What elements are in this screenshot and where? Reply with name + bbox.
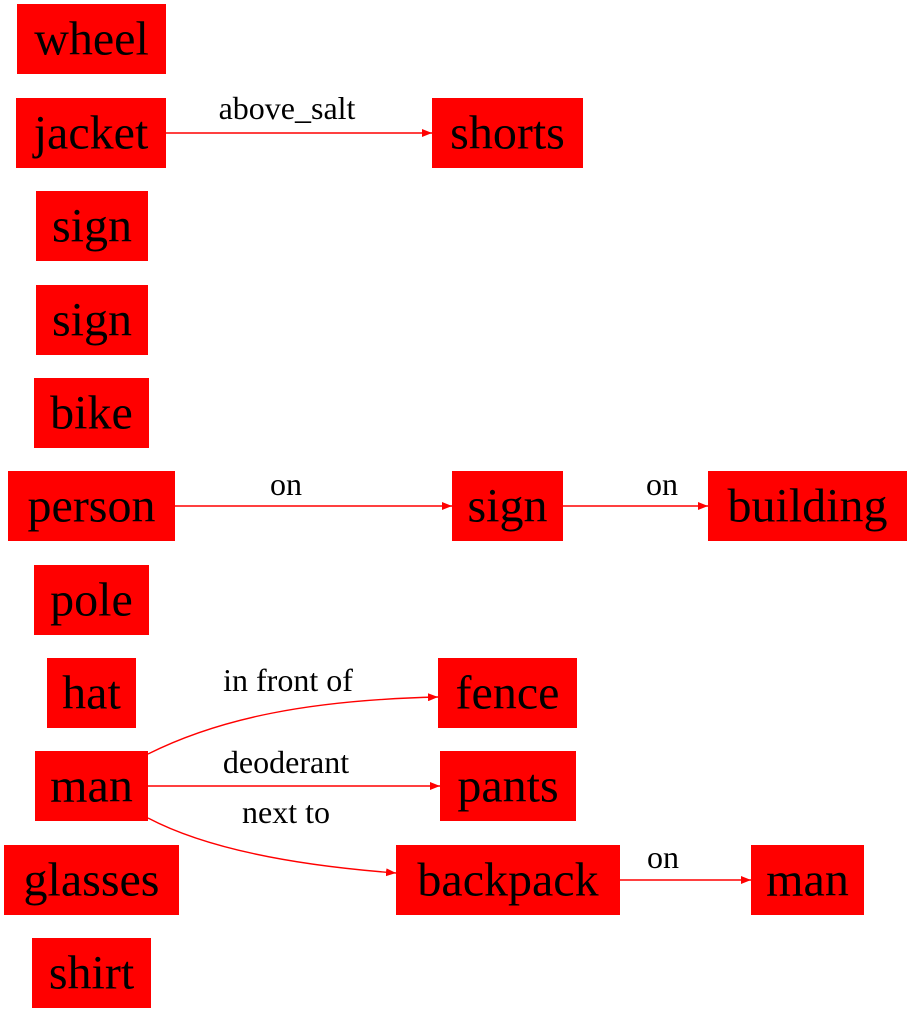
svg-text:sign: sign [52, 294, 132, 347]
edge-man-pants: deoderant [148, 744, 440, 790]
node-pants: pants [440, 751, 576, 821]
node-hat: hat [47, 658, 136, 728]
node-building: building [708, 471, 907, 541]
node-sign: sign [36, 285, 148, 355]
svg-text:glasses: glasses [24, 854, 160, 907]
svg-text:shirt: shirt [49, 947, 135, 1000]
node-wheel: wheel [17, 4, 166, 74]
svg-text:sign: sign [52, 200, 132, 253]
edge-label-person-sign: on [270, 466, 302, 502]
edge-backpack-man: on [620, 839, 751, 884]
edge-label-man-fence: in front of [223, 662, 353, 698]
node-glasses: glasses [4, 845, 179, 915]
edge-man-fence: in front of [147, 662, 439, 755]
node-man: man [751, 845, 864, 915]
node-jacket: jacket [16, 98, 166, 168]
svg-text:jacket: jacket [32, 107, 149, 160]
edge-label-jacket-shorts: above_salt [219, 90, 356, 126]
svg-text:shorts: shorts [450, 107, 565, 160]
edge-person-sign: on [175, 466, 452, 510]
svg-text:bike: bike [50, 387, 133, 440]
node-sign: sign [452, 471, 563, 541]
svg-text:sign: sign [467, 480, 547, 533]
svg-text:man: man [766, 854, 849, 907]
svg-text:wheel: wheel [34, 13, 149, 66]
svg-text:pole: pole [50, 574, 133, 627]
node-shorts: shorts [432, 98, 583, 168]
svg-text:fence: fence [456, 667, 560, 720]
svg-text:hat: hat [62, 667, 121, 720]
svg-text:backpack: backpack [417, 854, 598, 907]
edge-jacket-shorts: above_salt [166, 90, 432, 137]
node-sign: sign [36, 191, 148, 261]
node-man: man [35, 751, 148, 821]
node-pole: pole [34, 565, 149, 635]
node-shirt: shirt [32, 938, 151, 1008]
edge-label-sign-building: on [646, 466, 678, 502]
svg-text:pants: pants [457, 760, 558, 813]
svg-text:building: building [727, 480, 887, 533]
node-person: person [8, 471, 175, 541]
edge-label-backpack-man: on [647, 839, 679, 875]
edge-man-backpack: next to [147, 794, 397, 877]
svg-text:man: man [50, 760, 133, 813]
svg-text:person: person [28, 480, 156, 533]
node-backpack: backpack [396, 845, 620, 915]
edge-sign-building: on [563, 466, 708, 510]
node-fence: fence [438, 658, 577, 728]
node-bike: bike [34, 378, 149, 448]
edge-label-man-pants: deoderant [223, 744, 349, 780]
edge-label-man-backpack: next to [242, 794, 330, 830]
